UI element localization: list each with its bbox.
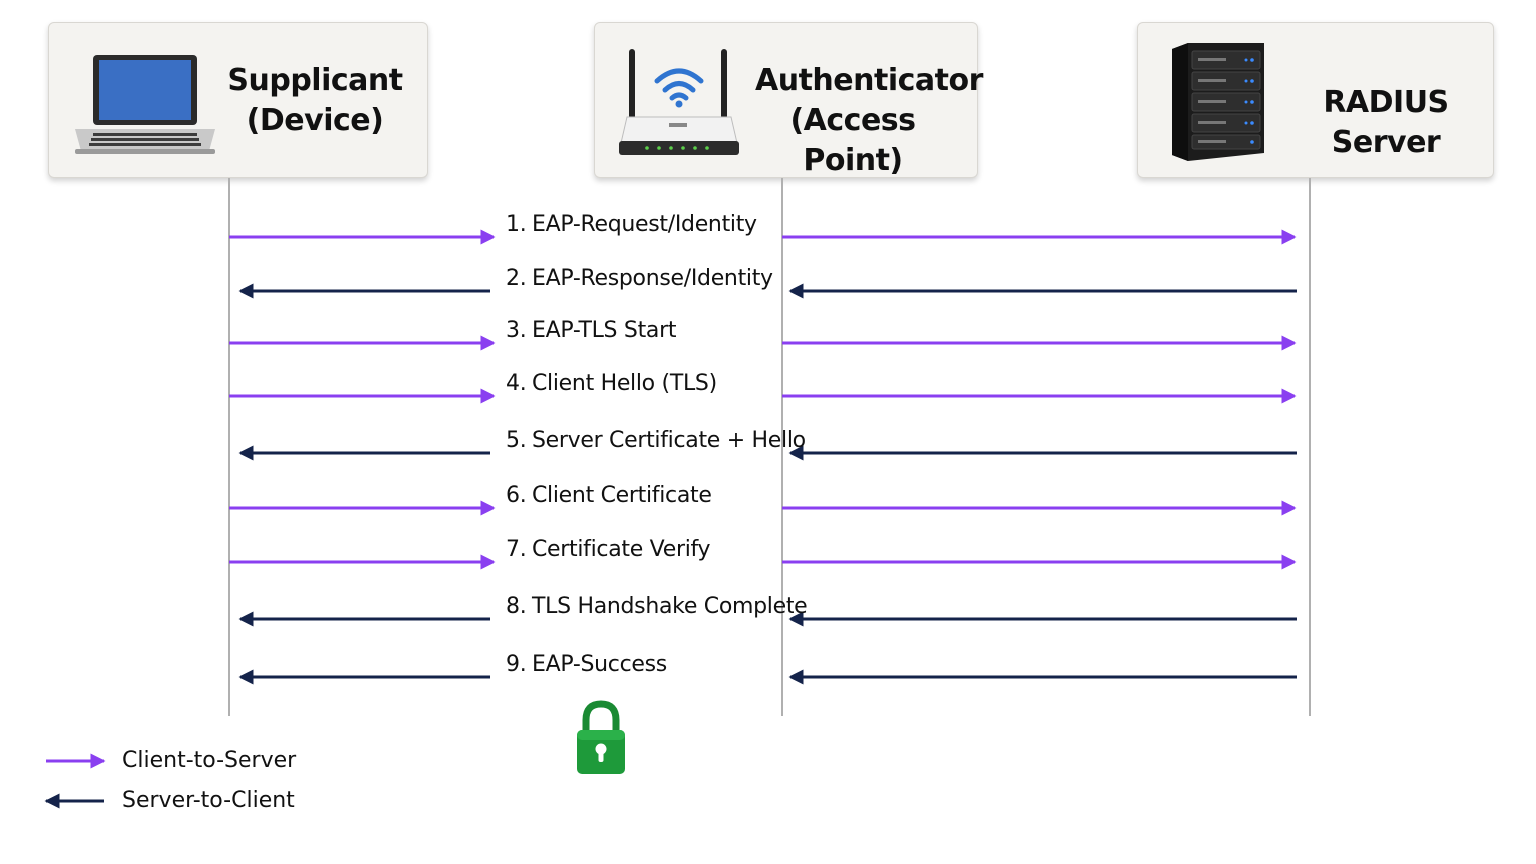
message-4-label: 4.Client Hello (TLS) xyxy=(506,371,717,396)
message-text: Server Certificate + Hello xyxy=(532,428,806,453)
supplicant-box: Supplicant (Device) xyxy=(48,22,428,178)
authenticator-label: Authenticator (Access Point) xyxy=(755,61,983,181)
message-text: TLS Handshake Complete xyxy=(532,594,808,619)
message-text: Certificate Verify xyxy=(532,537,711,562)
supplicant-title: Supplicant xyxy=(227,63,403,98)
message-2-label: 2.EAP-Response/Identity xyxy=(506,266,773,291)
message-arrows xyxy=(229,229,1297,685)
message-number: 1. xyxy=(506,212,527,237)
message-text: EAP-Response/Identity xyxy=(532,266,773,291)
server-tower-icon xyxy=(1172,43,1264,161)
message-3-label: 3.EAP-TLS Start xyxy=(506,318,676,343)
message-1-label: 1.EAP-Request/Identity xyxy=(506,212,757,237)
message-5-label: 5.Server Certificate + Hello xyxy=(506,428,806,453)
authenticator-title: Authenticator xyxy=(755,63,983,98)
legend-server-to-client-label: Server-to-Client xyxy=(122,788,295,813)
supplicant-label: Supplicant (Device) xyxy=(219,61,411,141)
message-text: EAP-Success xyxy=(532,652,667,677)
laptop-icon xyxy=(75,55,215,154)
message-number: 2. xyxy=(506,266,527,291)
message-6-label: 6.Client Certificate xyxy=(506,483,712,508)
message-text: EAP-Request/Identity xyxy=(532,212,757,237)
message-number: 9. xyxy=(506,652,527,677)
radius-box: RADIUS Server xyxy=(1137,22,1494,178)
message-number: 3. xyxy=(506,318,527,343)
message-8-label: 8.TLS Handshake Complete xyxy=(506,594,808,619)
authenticator-box: Authenticator (Access Point) xyxy=(594,22,983,181)
message-number: 4. xyxy=(506,371,527,396)
message-number: 8. xyxy=(506,594,527,619)
message-9-label: 9.EAP-Success xyxy=(506,652,667,677)
authenticator-subtitle: (Access Point) xyxy=(790,103,916,178)
radius-label: RADIUS Server xyxy=(1288,83,1484,163)
radius-title: RADIUS Server xyxy=(1323,85,1449,160)
supplicant-subtitle: (Device) xyxy=(246,103,384,138)
message-7-label: 7.Certificate Verify xyxy=(506,537,711,562)
legend-client-to-server-label: Client-to-Server xyxy=(122,748,297,773)
message-text: Client Hello (TLS) xyxy=(532,371,717,396)
wifi-router-icon xyxy=(619,49,739,155)
message-number: 6. xyxy=(506,483,527,508)
message-text: EAP-TLS Start xyxy=(532,318,677,343)
message-number: 7. xyxy=(506,537,527,562)
padlock-icon xyxy=(577,700,625,774)
message-text: Client Certificate xyxy=(532,483,712,508)
message-number: 5. xyxy=(506,428,527,453)
